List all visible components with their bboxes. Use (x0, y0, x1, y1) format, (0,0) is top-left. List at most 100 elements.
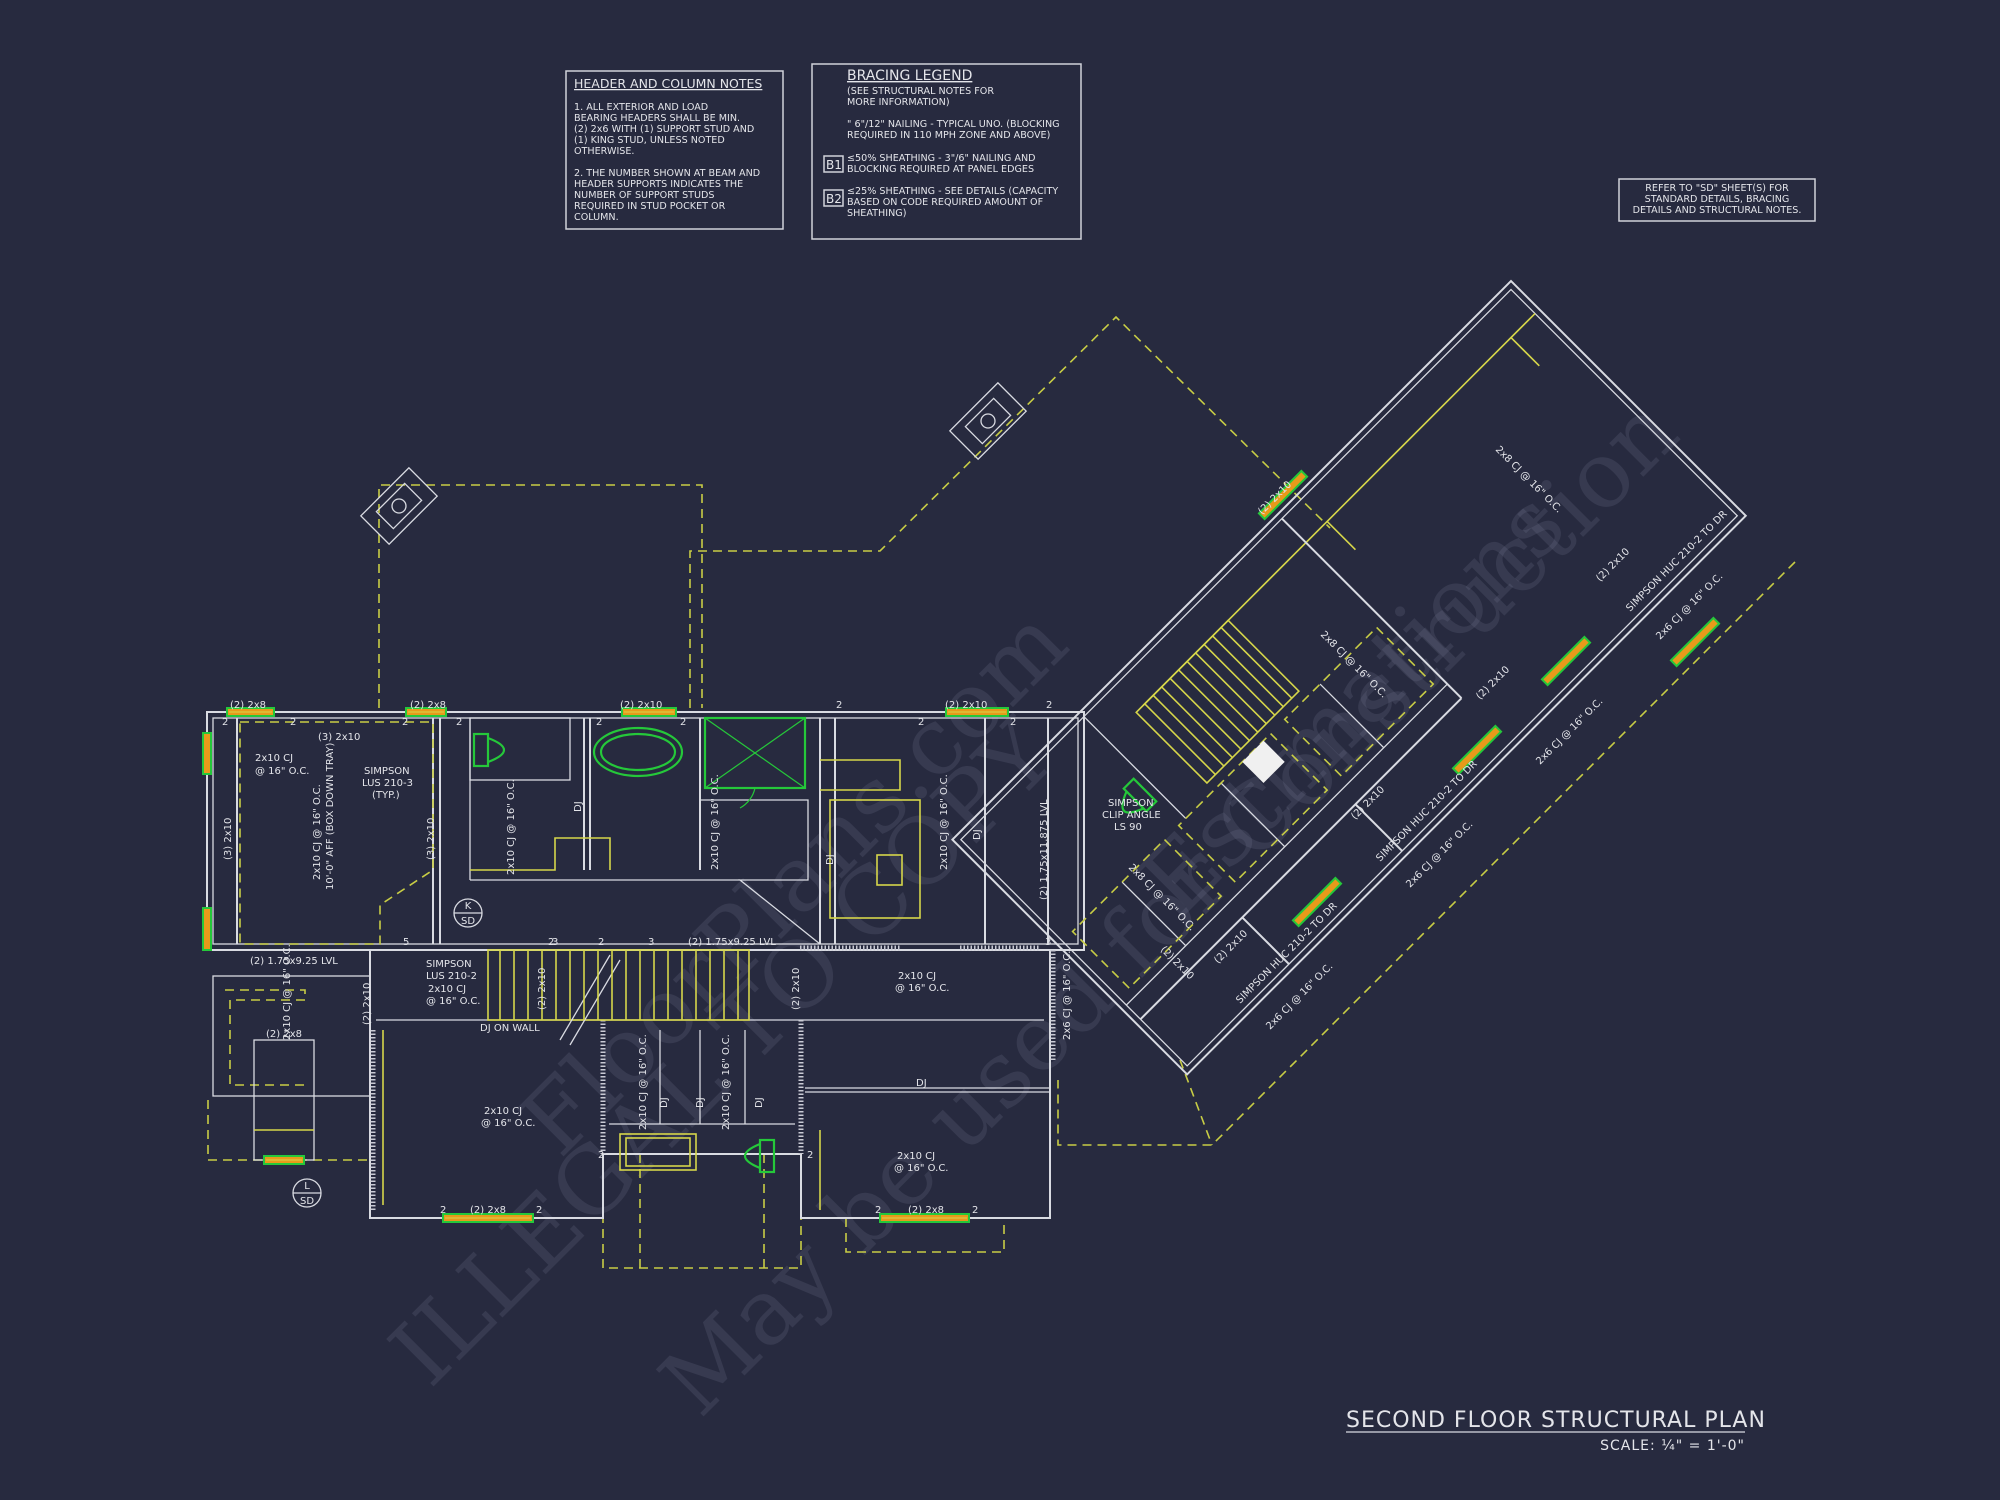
svg-text:SIMPSON: SIMPSON (426, 959, 472, 970)
stair-tread (1195, 652, 1267, 725)
svg-text:SHEATHING): SHEATHING) (847, 208, 906, 219)
svg-text:B2: B2 (826, 192, 842, 206)
stud-count: 2 (875, 1205, 881, 1216)
svg-text:DJ ON WALL: DJ ON WALL (480, 1023, 540, 1034)
svg-text:(2) 2x10: (2) 2x10 (945, 700, 987, 711)
svg-text:REQUIRED IN STUD POCKET OR: REQUIRED IN STUD POCKET OR (574, 201, 726, 212)
legend-heading: BRACING LEGEND (847, 68, 972, 84)
window-header (202, 732, 212, 775)
stair-tread (1169, 677, 1242, 750)
chimney-icon (948, 381, 1028, 461)
svg-text:(TYP.): (TYP.) (372, 790, 400, 801)
svg-text:NUMBER OF SUPPORT STUDS: NUMBER OF SUPPORT STUDS (574, 190, 715, 201)
svg-text:@ 16" O.C.: @ 16" O.C. (255, 766, 310, 777)
window-header (405, 707, 447, 717)
window-header (442, 1213, 534, 1223)
svg-text:(2) 2x8: (2) 2x8 (266, 1029, 302, 1040)
bathtub-icon (592, 726, 684, 778)
svg-text:DJ: DJ (573, 801, 584, 812)
stud-count: 2 (598, 937, 604, 948)
svg-text:≤25% SHEATHING - SEE DETAILS (: ≤25% SHEATHING - SEE DETAILS (CAPACITY (847, 186, 1058, 197)
plan-scale: SCALE: ¼" = 1'-0" (1600, 1438, 1745, 1454)
detail-callout-k[interactable]: K SD (453, 898, 483, 928)
svg-text:(2) 1.75x9.25 LVL: (2) 1.75x9.25 LVL (688, 937, 776, 948)
window-header (1291, 876, 1343, 928)
svg-text:(2) 2x8: (2) 2x8 (908, 1205, 944, 1216)
window-header (1451, 724, 1503, 776)
stair-tread (1152, 694, 1225, 767)
svg-text:HEADER SUPPORTS INDICATES THE: HEADER SUPPORTS INDICATES THE (574, 179, 743, 190)
svg-text:@ 16" O.C.: @ 16" O.C. (481, 1118, 536, 1129)
svg-text:COLUMN.: COLUMN. (574, 212, 619, 223)
svg-text:(2) 2x8: (2) 2x8 (230, 700, 266, 711)
b2-tag-icon (823, 189, 844, 207)
svg-text:SIMPSON: SIMPSON (364, 766, 410, 777)
svg-text:SIMPSON HUC 210-2 TO DR: SIMPSON HUC 210-2 TO DR (1374, 759, 1479, 864)
svg-text:2x10 CJ @ 16" O.C.: 2x10 CJ @ 16" O.C. (710, 774, 721, 870)
svg-text:2x6 CJ @ 16" O.C.: 2x6 CJ @ 16" O.C. (1062, 951, 1073, 1040)
stud-count: 3 (648, 937, 654, 948)
svg-text:2. THE NUMBER SHOWN AT BEAM AN: 2. THE NUMBER SHOWN AT BEAM AND (574, 168, 760, 179)
stair-tread (1203, 643, 1276, 716)
stud-count: 3 (552, 937, 558, 948)
sheet-title-block: SECOND FLOOR STRUCTURAL PLAN SCALE: ¼" =… (1346, 1408, 1765, 1454)
svg-text:2x10 CJ: 2x10 CJ (897, 1151, 935, 1162)
svg-text:2x10 CJ @ 16" O.C.: 2x10 CJ @ 16" O.C. (939, 774, 950, 870)
window-header (945, 707, 1009, 717)
fixtures (472, 716, 1158, 1174)
svg-text:REQUIRED IN 110 MPH ZONE AND A: REQUIRED IN 110 MPH ZONE AND ABOVE) (847, 130, 1050, 141)
toilet-icon (1121, 777, 1158, 814)
svg-text:B1: B1 (826, 158, 842, 172)
window-header (1540, 635, 1592, 687)
svg-text:BASED ON CODE REQUIRED AMOUNT: BASED ON CODE REQUIRED AMOUNT OF (847, 197, 1043, 208)
svg-text:DETAILS AND STRUCTURAL NOTES.: DETAILS AND STRUCTURAL NOTES. (1633, 205, 1802, 216)
stud-count: 2 (290, 717, 296, 728)
svg-text:BEARING HEADERS SHALL BE MIN.: BEARING HEADERS SHALL BE MIN. (574, 113, 740, 124)
svg-text:2x6 CJ @ 16" O.C.: 2x6 CJ @ 16" O.C. (1534, 696, 1605, 767)
svg-text:@ 16" O.C.: @ 16" O.C. (895, 983, 950, 994)
svg-text:(2) 2x10: (2) 2x10 (537, 968, 548, 1010)
stud-count: 3 (1045, 937, 1051, 948)
bracing-legend: BRACING LEGEND (SEE STRUCTURAL NOTES FOR… (811, 63, 1082, 240)
svg-text:SIMPSON: SIMPSON (1108, 798, 1154, 809)
svg-text:(2) 1.75x11.875 LVL: (2) 1.75x11.875 LVL (1039, 799, 1050, 900)
stud-count: 2 (440, 1205, 446, 1216)
svg-text:2x10 CJ: 2x10 CJ (484, 1106, 522, 1117)
svg-text:SD: SD (300, 1196, 314, 1207)
shower-icon (703, 716, 807, 809)
svg-text:BLOCKING REQUIRED AT PANEL EDG: BLOCKING REQUIRED AT PANEL EDGES (847, 164, 1034, 175)
svg-text:2x10 CJ: 2x10 CJ (255, 753, 293, 764)
stair-tread (1220, 626, 1293, 699)
window-header (202, 907, 212, 951)
svg-text:(2) 1.75x9.25 LVL: (2) 1.75x9.25 LVL (250, 956, 338, 967)
b1-tag-icon (823, 155, 844, 173)
svg-text:K: K (465, 901, 472, 912)
stud-count: 2 (836, 700, 842, 711)
stud-count: 2 (548, 937, 554, 948)
stud-count: 5 (403, 937, 409, 948)
wing-stair-treads (1144, 626, 1293, 776)
svg-text:SIMPSON HUC 210-2 TO DR: SIMPSON HUC 210-2 TO DR (1234, 901, 1339, 1006)
window-header (1669, 616, 1721, 668)
detail-callout-l[interactable]: L SD (292, 1178, 322, 1208)
svg-text:SIMPSON HUC 210-2 TO DR: SIMPSON HUC 210-2 TO DR (1624, 509, 1729, 614)
stair-tread (1212, 635, 1284, 708)
svg-text:1. ALL EXTERIOR AND LOAD: 1. ALL EXTERIOR AND LOAD (574, 102, 708, 113)
stair-treads (499, 950, 739, 1020)
svg-text:(2) 2x8: (2) 2x8 (470, 1205, 506, 1216)
stud-count: 2 (536, 1205, 542, 1216)
svg-text:2x10 CJ: 2x10 CJ (898, 971, 936, 982)
svg-text:MORE INFORMATION): MORE INFORMATION) (847, 97, 950, 108)
svg-text:2x10 CJ @ 16" O.C.: 2x10 CJ @ 16" O.C. (312, 784, 323, 880)
svg-text:(2) 2x10: (2) 2x10 (1594, 546, 1632, 584)
svg-text:≤50% SHEATHING - 3"/6" NAILING: ≤50% SHEATHING - 3"/6" NAILING AND (847, 153, 1036, 164)
svg-text:(2) 2x10: (2) 2x10 (362, 983, 373, 1025)
svg-text:DJ: DJ (916, 1078, 927, 1089)
svg-text:(2) 2x6 WITH (1) SUPPORT STUD: (2) 2x6 WITH (1) SUPPORT STUD AND (574, 124, 754, 135)
stud-count: 2 (918, 717, 924, 728)
svg-text:SD: SD (461, 916, 475, 927)
stud-count: 2 (972, 1205, 978, 1216)
svg-text:STANDARD DETAILS, BRACING: STANDARD DETAILS, BRACING (1645, 194, 1790, 205)
svg-text:DJ: DJ (695, 1097, 706, 1108)
